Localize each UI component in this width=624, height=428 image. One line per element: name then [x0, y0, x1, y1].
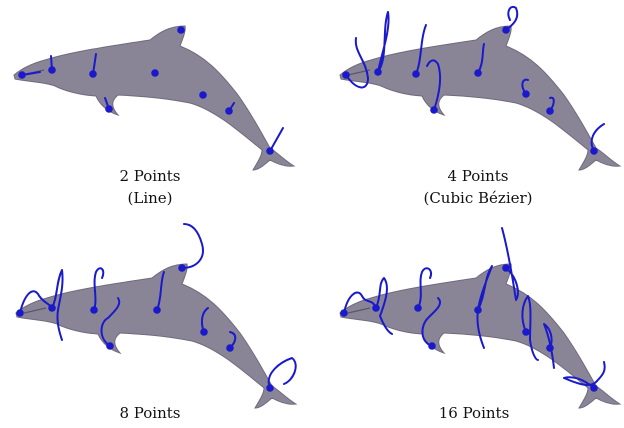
control-point: [89, 70, 97, 78]
motion-trail: [343, 291, 377, 314]
control-point: [502, 26, 510, 34]
control-point: [225, 107, 233, 115]
control-point: [522, 328, 530, 336]
panel-8-points: 8 Points: [15, 223, 297, 422]
control-point: [590, 384, 598, 392]
control-point: [266, 147, 274, 155]
motion-trails: [343, 227, 606, 389]
dolphin-shape: [13, 25, 295, 171]
control-point: [226, 344, 234, 352]
control-point: [474, 69, 482, 77]
motion-trail: [181, 223, 204, 269]
dolphin-shape: [339, 25, 621, 171]
control-point: [48, 304, 56, 312]
motion-trail: [100, 297, 121, 347]
control-point: [430, 106, 438, 114]
motion-trail: [51, 269, 64, 341]
control-point: [590, 147, 598, 155]
caption-line-2: (Line): [128, 189, 173, 207]
control-point: [342, 71, 350, 79]
control-points: [340, 264, 598, 392]
control-point: [474, 306, 482, 314]
motion-trail: [93, 267, 105, 311]
control-point: [18, 71, 26, 79]
control-point: [340, 309, 348, 317]
motion-trail: [501, 227, 519, 301]
control-point: [199, 91, 207, 99]
panel-16-points: 16 Points: [339, 227, 621, 422]
control-point: [16, 309, 24, 317]
motion-trail: [426, 59, 442, 111]
control-points: [16, 264, 274, 392]
control-point: [374, 68, 382, 76]
caption-line-2: (Cubic Bézier): [423, 189, 532, 207]
motion-trail: [415, 24, 427, 75]
motion-trail: [421, 297, 442, 347]
control-point: [177, 26, 185, 34]
motion-trail: [521, 295, 539, 361]
motion-trail: [377, 11, 390, 73]
control-points: [18, 26, 274, 155]
control-point: [546, 107, 554, 115]
motion-trail: [267, 357, 297, 389]
motion-trail: [543, 323, 555, 369]
control-point: [178, 264, 186, 272]
control-point: [428, 342, 436, 350]
caption-line-1: 2 Points: [119, 167, 180, 185]
caption-line-1: 16 Points: [439, 404, 510, 422]
control-point: [502, 264, 510, 272]
motion-trail: [505, 6, 519, 31]
control-points: [342, 26, 598, 155]
motion-trail: [563, 361, 606, 389]
motion-trail: [375, 277, 393, 335]
control-point: [372, 304, 380, 312]
mouth-line: [347, 307, 371, 314]
control-point: [200, 328, 208, 336]
control-point: [106, 342, 114, 350]
control-point: [546, 344, 554, 352]
control-point: [266, 384, 274, 392]
panel-2-points: 2 Points (Line): [13, 25, 295, 207]
panel-4-points: 4 Points (Cubic Bézier): [339, 6, 621, 207]
motion-trail: [269, 127, 284, 152]
control-point: [151, 69, 159, 77]
control-point: [522, 90, 530, 98]
caption-line-1: 8 Points: [119, 404, 180, 422]
control-point: [90, 306, 98, 314]
control-point: [412, 70, 420, 78]
mouth-line: [23, 307, 47, 314]
motion-trail: [417, 267, 432, 309]
caption-line-1: 4 Points: [447, 167, 508, 185]
control-point: [105, 105, 113, 113]
control-point: [153, 306, 161, 314]
motion-trail: [345, 37, 369, 89]
control-point: [414, 304, 422, 312]
motion-trail: [19, 290, 53, 314]
motion-trail: [476, 265, 493, 349]
control-point: [48, 66, 56, 74]
